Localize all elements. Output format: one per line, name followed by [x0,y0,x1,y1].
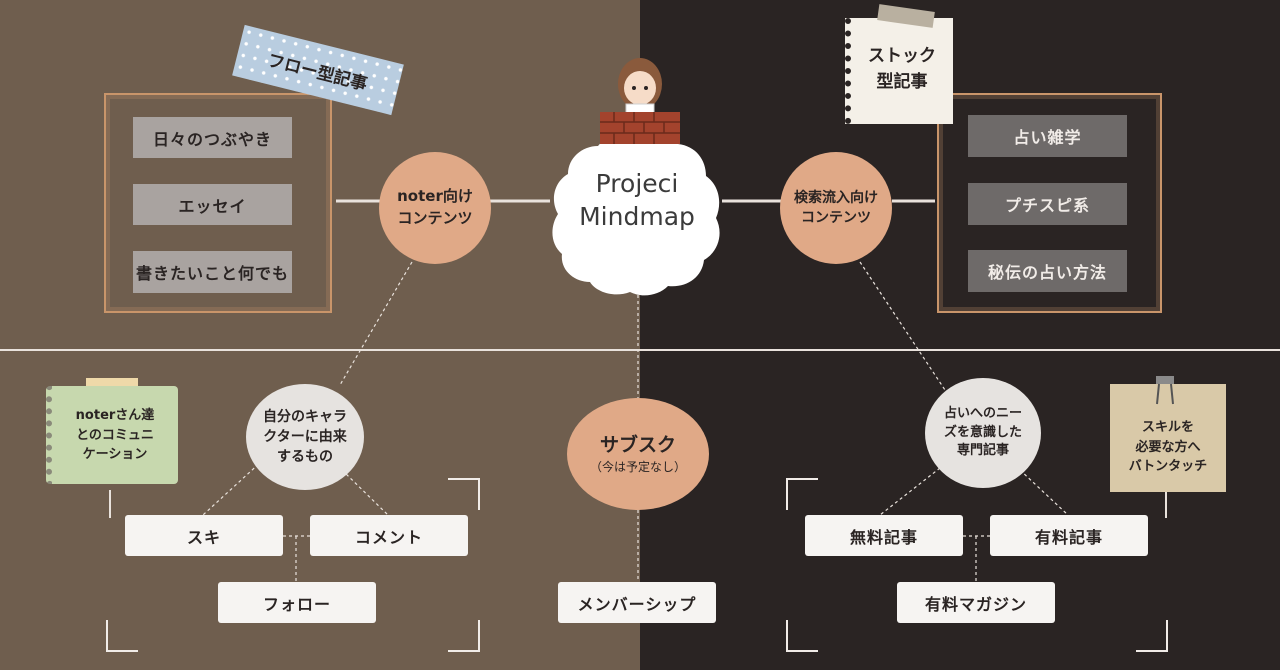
left-item-anything[interactable]: 書きたいこと何でも [133,251,292,293]
comment-button[interactable]: コメント [310,515,468,556]
left-panel-background [0,0,640,670]
dotted-right-sub [859,261,946,391]
bracket-corner [1136,620,1168,652]
dotted-left-comment [341,469,389,516]
bracket-corner [106,620,138,652]
paid-magazine-button[interactable]: 有料マガジン [897,582,1055,623]
left-items-frame [104,93,332,313]
center-cloud-shape [552,130,720,296]
bracket-corner [448,620,480,652]
left-item-tsubuyaki[interactable]: 日々のつぶやき [133,117,292,158]
bracket-corner [786,620,818,652]
stock-article-note: ストック 型記事 [845,18,953,124]
membership-button[interactable]: メンバーシップ [558,582,716,623]
center-title-line2: Mindmap [579,201,695,231]
left-item-essay[interactable]: エッセイ [133,184,292,225]
search-content-circle[interactable]: 検索流入向け コンテンツ [780,152,892,264]
subscription-subtitle: （今は予定なし） [589,460,686,475]
paid-article-button[interactable]: 有料記事 [990,515,1148,556]
right-item-secret[interactable]: 秘伝の占い方法 [968,250,1127,292]
free-article-button[interactable]: 無料記事 [805,515,963,556]
bracket-corner [786,478,818,510]
dotted-left-suki [202,459,264,516]
skill-baton-note: スキルを 必要な方へ バトンタッチ [1110,384,1226,492]
right-panel-background [640,0,1280,670]
right-items-frame [937,93,1162,313]
suki-button[interactable]: スキ [125,515,283,556]
center-title-line1: Projeci [595,169,679,198]
follow-button[interactable]: フォロー [218,582,376,623]
noter-communication-note: noterさん達 とのコミュニ ケーション [46,386,178,484]
noter-content-circle[interactable]: noter向け コンテンツ [379,152,491,264]
center-title: Projeci Mindmap [546,168,728,233]
dotted-right-free [879,467,941,516]
avatar-illustration [600,48,680,144]
right-item-trivia[interactable]: 占い雑学 [968,115,1127,157]
bracket-corner [448,478,480,510]
subscription-title: サブスク [599,433,676,456]
right-item-spiritual[interactable]: プチスピ系 [968,183,1127,225]
character-content-circle[interactable]: 自分のキャラ クターに由来 するもの [246,384,364,490]
fortune-content-circle[interactable]: 占いへのニー ズを意識した 専門記事 [925,378,1041,488]
subscription-circle[interactable]: サブスク （今は予定なし） [567,398,709,510]
dotted-right-paid [1019,469,1069,516]
dotted-left-sub [339,261,413,386]
binder-clip-icon [1150,376,1180,406]
